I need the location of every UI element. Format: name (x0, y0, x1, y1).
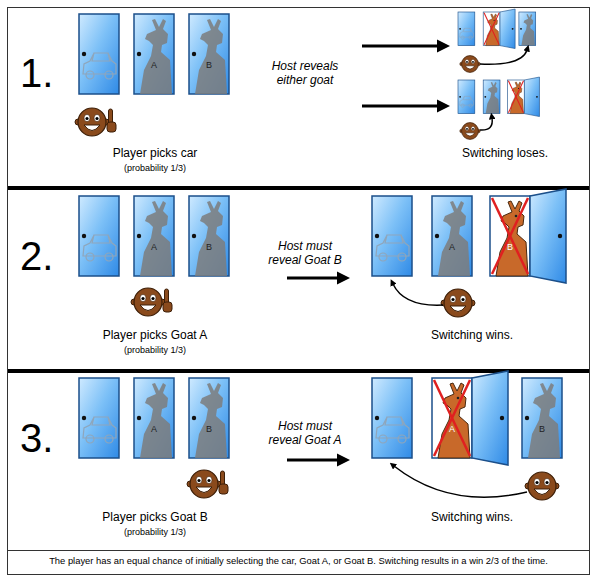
revealed-goat (508, 80, 525, 114)
open-door-panel (500, 9, 515, 48)
door-letter: B (503, 243, 517, 252)
switch-arrow (480, 118, 492, 130)
big-arrow (287, 277, 338, 280)
goat-door (189, 196, 229, 276)
open-door-panel (524, 77, 539, 116)
caption: The player has an equal chance of initia… (10, 556, 587, 566)
door-letter: B (202, 425, 216, 434)
door-letter: B (202, 61, 216, 70)
player-face (131, 288, 165, 316)
door-letter: B (202, 243, 216, 252)
car-door (458, 12, 475, 46)
goat-door (522, 378, 562, 458)
player-face (460, 56, 480, 73)
goat-door (134, 378, 174, 458)
scenario-band: 1. Player picks car (probability 1/3) Host … (8, 8, 589, 187)
small-outcome (458, 77, 539, 116)
caption-separator (8, 550, 589, 551)
host-action: Host must reveal Goat B (262, 240, 348, 268)
car-door (372, 196, 412, 276)
probability-note: (probability 1/3) (70, 163, 240, 173)
switch-arrow (394, 466, 527, 497)
revealed-goat (490, 196, 530, 276)
revealed-goat (483, 12, 500, 46)
pointing-hand (107, 109, 116, 132)
goat-door (519, 12, 536, 46)
door-letter: B (535, 425, 549, 434)
big-arrow (362, 45, 438, 48)
host-action: Host must reveal Goat A (262, 420, 348, 448)
revealed-goat (432, 378, 472, 458)
car-door (372, 378, 412, 458)
small-outcome (458, 9, 536, 48)
row-number: 1. (20, 53, 70, 93)
goat-door (134, 14, 174, 94)
goat-door (189, 14, 229, 94)
open-door-panel (472, 371, 508, 465)
door-letter: A (147, 425, 161, 434)
band-separator (8, 186, 589, 190)
outcome-label: Switching loses. (430, 147, 580, 161)
goat-door (189, 378, 229, 458)
probability-note: (probability 1/3) (70, 527, 240, 537)
big-arrow (362, 105, 438, 108)
car-door (79, 378, 119, 458)
probability-note: (probability 1/3) (70, 345, 240, 355)
door-letter: A (147, 243, 161, 252)
switch-arrow (393, 284, 443, 305)
player-face (187, 470, 221, 498)
player-face (75, 108, 109, 136)
big-arrow (287, 459, 338, 462)
door-letter: A (147, 61, 161, 70)
scenario-band: 3. Player picks Goat B (probability 1/3) Ho… (8, 373, 589, 549)
goat-door (134, 196, 174, 276)
goat-door (432, 196, 472, 276)
host-action: Host reveals either goat (262, 60, 348, 88)
switch-arrow (480, 50, 527, 64)
open-door-panel (530, 189, 566, 283)
choice-label: Player picks Goat B (70, 511, 240, 525)
car-door (79, 196, 119, 276)
player-face (460, 123, 480, 140)
car-door (458, 80, 475, 114)
player-face (525, 472, 559, 500)
goat-door (483, 80, 500, 114)
choice-label: Player picks car (70, 147, 240, 161)
pointing-hand (163, 289, 172, 312)
door-letter: A (445, 425, 459, 434)
row-number: 2. (20, 236, 70, 276)
outer-frame (8, 8, 590, 575)
door-letter: A (445, 243, 459, 252)
player-face (441, 289, 475, 317)
outcome-label: Switching wins. (397, 329, 547, 343)
scenario-band: 2. Player picks Goat A (probability 1/3) Ho… (8, 190, 589, 369)
car-door (79, 14, 119, 94)
outcome-label: Switching wins. (397, 511, 547, 525)
row-number: 3. (20, 418, 70, 458)
choice-label: Player picks Goat A (70, 329, 240, 343)
pointing-hand (219, 471, 228, 494)
